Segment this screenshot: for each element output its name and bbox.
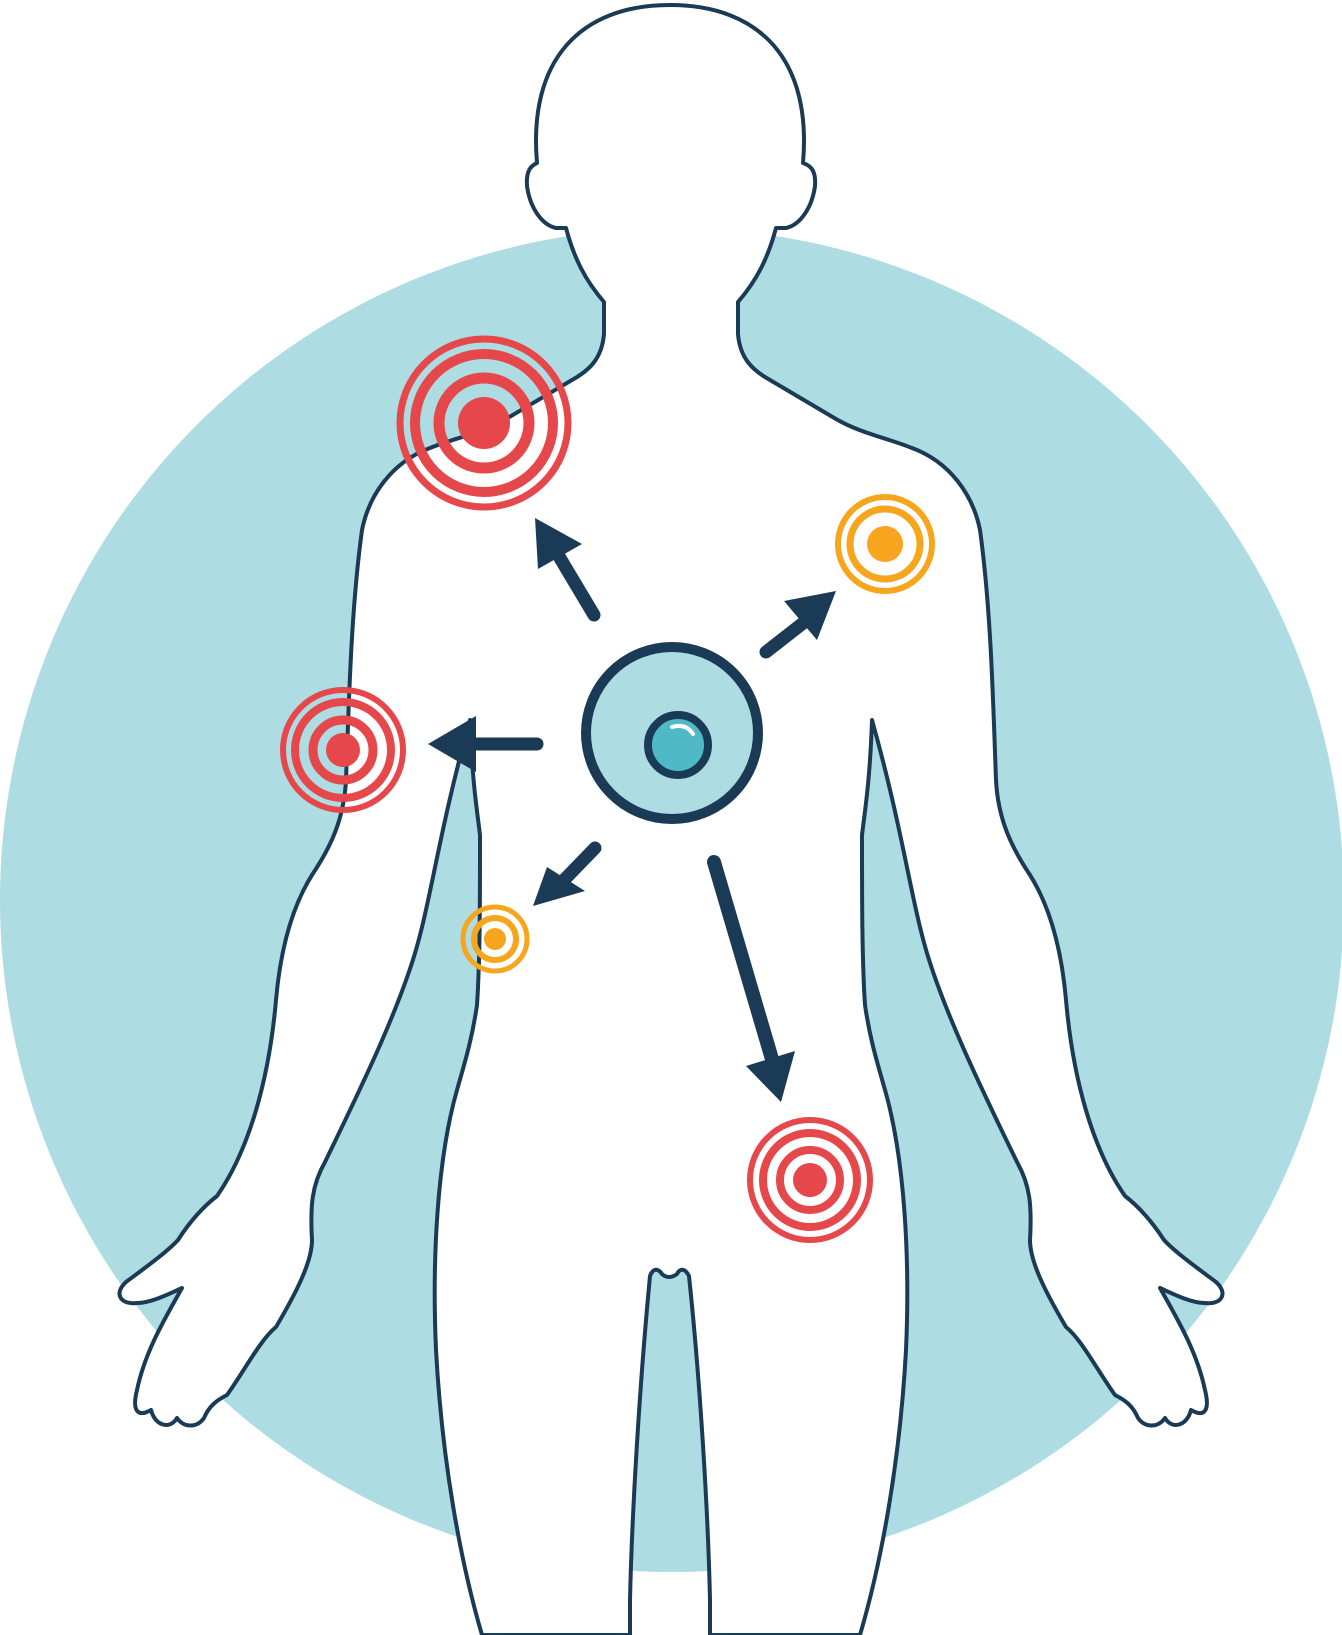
site-right-shoulder [396,335,572,511]
arrow-to-left-hip [707,855,795,1102]
arrow-to-right-abdomen [533,841,602,906]
arrow-to-right-upper-arm [428,716,544,772]
central-source [581,642,763,824]
cell-icon [644,711,712,779]
site-right-abdomen [460,904,530,974]
site-left-hip [747,1117,873,1243]
arrow-to-left-shoulder [759,591,836,659]
site-right-upper-arm [280,687,406,813]
site-left-shoulder [835,494,935,594]
arrow-to-right-shoulder [535,518,601,622]
